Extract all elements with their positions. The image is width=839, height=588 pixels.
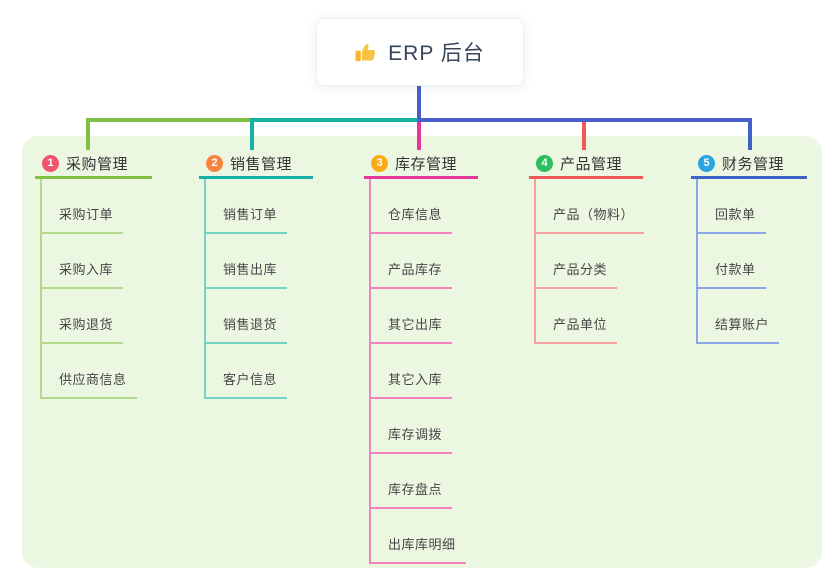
child-row: 客户信息: [206, 344, 313, 399]
child-row: 库存调拨: [371, 399, 478, 454]
connector-drop: [250, 118, 254, 150]
branch-index-badge: 2: [206, 154, 223, 172]
branch-finance-mgmt: 5 财务管理回款单付款单结算账户: [691, 150, 807, 344]
branch-node[interactable]: 5 财务管理: [691, 150, 807, 179]
child-row: 产品分类: [536, 234, 643, 289]
branch-node-label: 财务管理: [722, 155, 785, 173]
branch-index-badge: 5: [698, 154, 715, 172]
child-row: 销售退货: [206, 289, 313, 344]
branch-sales-mgmt: 2 销售管理销售订单销售出库销售退货客户信息: [199, 150, 313, 399]
child-row: 其它入库: [371, 344, 478, 399]
branch-product-mgmt: 4 产品管理产品（物料） 产品分类产品单位: [529, 150, 645, 344]
child-node[interactable]: 其它入库: [371, 369, 453, 399]
child-node[interactable]: 其它出库: [371, 314, 453, 344]
branch-index-badge: 4: [536, 154, 553, 172]
connector-drop: [86, 118, 90, 150]
connector-spine-segment: [86, 118, 250, 122]
child-row: 产品库存: [371, 234, 478, 289]
branch-inventory-mgmt: 3 库存管理仓库信息产品库存其它出库其它入库库存调拨库存盘点出库库明细: [364, 150, 478, 564]
child-node[interactable]: 出库库明细: [371, 534, 466, 564]
branch-node-label: 采购管理: [66, 155, 129, 173]
child-node[interactable]: 仓库信息: [371, 204, 453, 234]
child-node[interactable]: 客户信息: [206, 369, 288, 399]
connector-drop: [748, 118, 752, 150]
child-node[interactable]: 供应商信息: [42, 369, 137, 399]
connector-spine-segment: [417, 118, 752, 122]
root-node[interactable]: ERP 后台: [316, 18, 524, 86]
branch-children: 产品（物料） 产品分类产品单位: [534, 179, 645, 344]
child-node[interactable]: 结算账户: [698, 314, 780, 344]
child-row: 产品单位: [536, 289, 643, 344]
branch-children: 采购订单采购入库采购退货供应商信息: [40, 179, 152, 399]
child-node[interactable]: 付款单: [698, 259, 766, 289]
child-node[interactable]: 销售订单: [206, 204, 288, 234]
branch-node-label: 库存管理: [395, 155, 458, 173]
branch-node[interactable]: 4 产品管理: [529, 150, 643, 179]
child-row: 结算账户: [698, 289, 807, 344]
child-node[interactable]: 采购入库: [42, 259, 124, 289]
branch-children: 仓库信息产品库存其它出库其它入库库存调拨库存盘点出库库明细: [369, 179, 478, 564]
root-node-label: ERP 后台: [388, 42, 485, 65]
child-node[interactable]: 采购订单: [42, 204, 124, 234]
child-node[interactable]: 产品单位: [536, 314, 618, 344]
branch-node[interactable]: 3 库存管理: [364, 150, 478, 179]
branch-children: 销售订单销售出库销售退货客户信息: [204, 179, 313, 399]
child-row: 销售出库: [206, 234, 313, 289]
branch-node[interactable]: 1 采购管理: [35, 150, 152, 179]
branch-index-badge: 3: [371, 154, 388, 172]
child-node[interactable]: 库存盘点: [371, 479, 453, 509]
branch-node-label: 销售管理: [230, 155, 293, 173]
child-node[interactable]: 回款单: [698, 204, 766, 234]
child-row: 仓库信息: [371, 179, 478, 234]
connector-spine-segment: [250, 118, 417, 122]
child-node[interactable]: 产品库存: [371, 259, 453, 289]
child-row: 供应商信息: [42, 344, 152, 399]
child-row: 出库库明细: [371, 509, 478, 564]
child-node[interactable]: 产品（物料）: [536, 204, 645, 234]
child-row: 采购入库: [42, 234, 152, 289]
branch-children: 回款单付款单结算账户: [696, 179, 807, 344]
thumbs-up-icon: [355, 41, 378, 64]
child-node[interactable]: 产品分类: [536, 259, 618, 289]
child-node[interactable]: 销售出库: [206, 259, 288, 289]
child-row: 产品（物料）: [536, 179, 645, 234]
connector-drop: [417, 118, 421, 150]
child-node[interactable]: 库存调拨: [371, 424, 453, 454]
child-node[interactable]: 采购退货: [42, 314, 124, 344]
branch-index-badge: 1: [42, 154, 59, 172]
child-row: 其它出库: [371, 289, 478, 344]
child-row: 回款单: [698, 179, 807, 234]
child-node[interactable]: 销售退货: [206, 314, 288, 344]
child-row: 采购退货: [42, 289, 152, 344]
child-row: 付款单: [698, 234, 807, 289]
child-row: 库存盘点: [371, 454, 478, 509]
branch-node[interactable]: 2 销售管理: [199, 150, 313, 179]
connector-drop: [582, 118, 586, 150]
child-row: 采购订单: [42, 179, 152, 234]
connector-root-line: [417, 84, 421, 122]
branch-purchase-mgmt: 1 采购管理采购订单采购入库采购退货供应商信息: [35, 150, 152, 399]
branch-node-label: 产品管理: [560, 155, 623, 173]
child-row: 销售订单: [206, 179, 313, 234]
mindmap-background-panel: [22, 136, 822, 568]
